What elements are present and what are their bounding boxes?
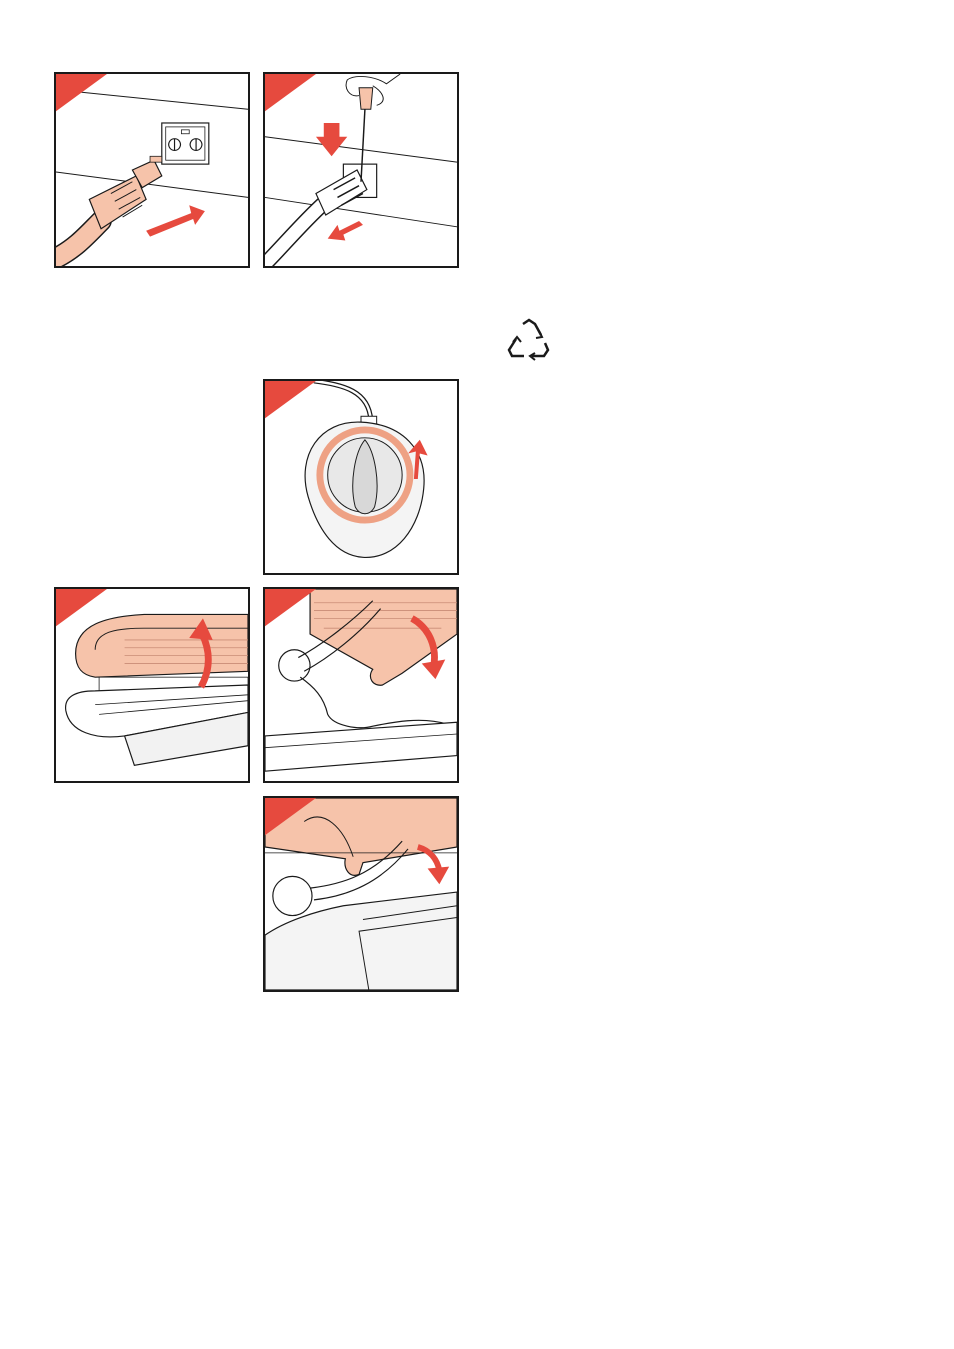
person-lower-canopy-illustration <box>265 589 457 781</box>
recycle-icon <box>506 318 552 362</box>
person-close-canopy-illustration <box>265 798 457 990</box>
panel-plug-release <box>263 72 459 268</box>
panel-timer-dial <box>263 379 459 575</box>
panel-open-canopy <box>54 587 250 783</box>
timer-dial-illustration <box>265 381 457 573</box>
panel-plug-insert <box>54 72 250 268</box>
panel-close-canopy <box>263 796 459 992</box>
sunbed-open-illustration <box>56 589 248 781</box>
plug-insert-illustration <box>56 74 248 266</box>
panel-lower-canopy <box>263 587 459 783</box>
screwdriver-release-illustration <box>265 74 457 266</box>
